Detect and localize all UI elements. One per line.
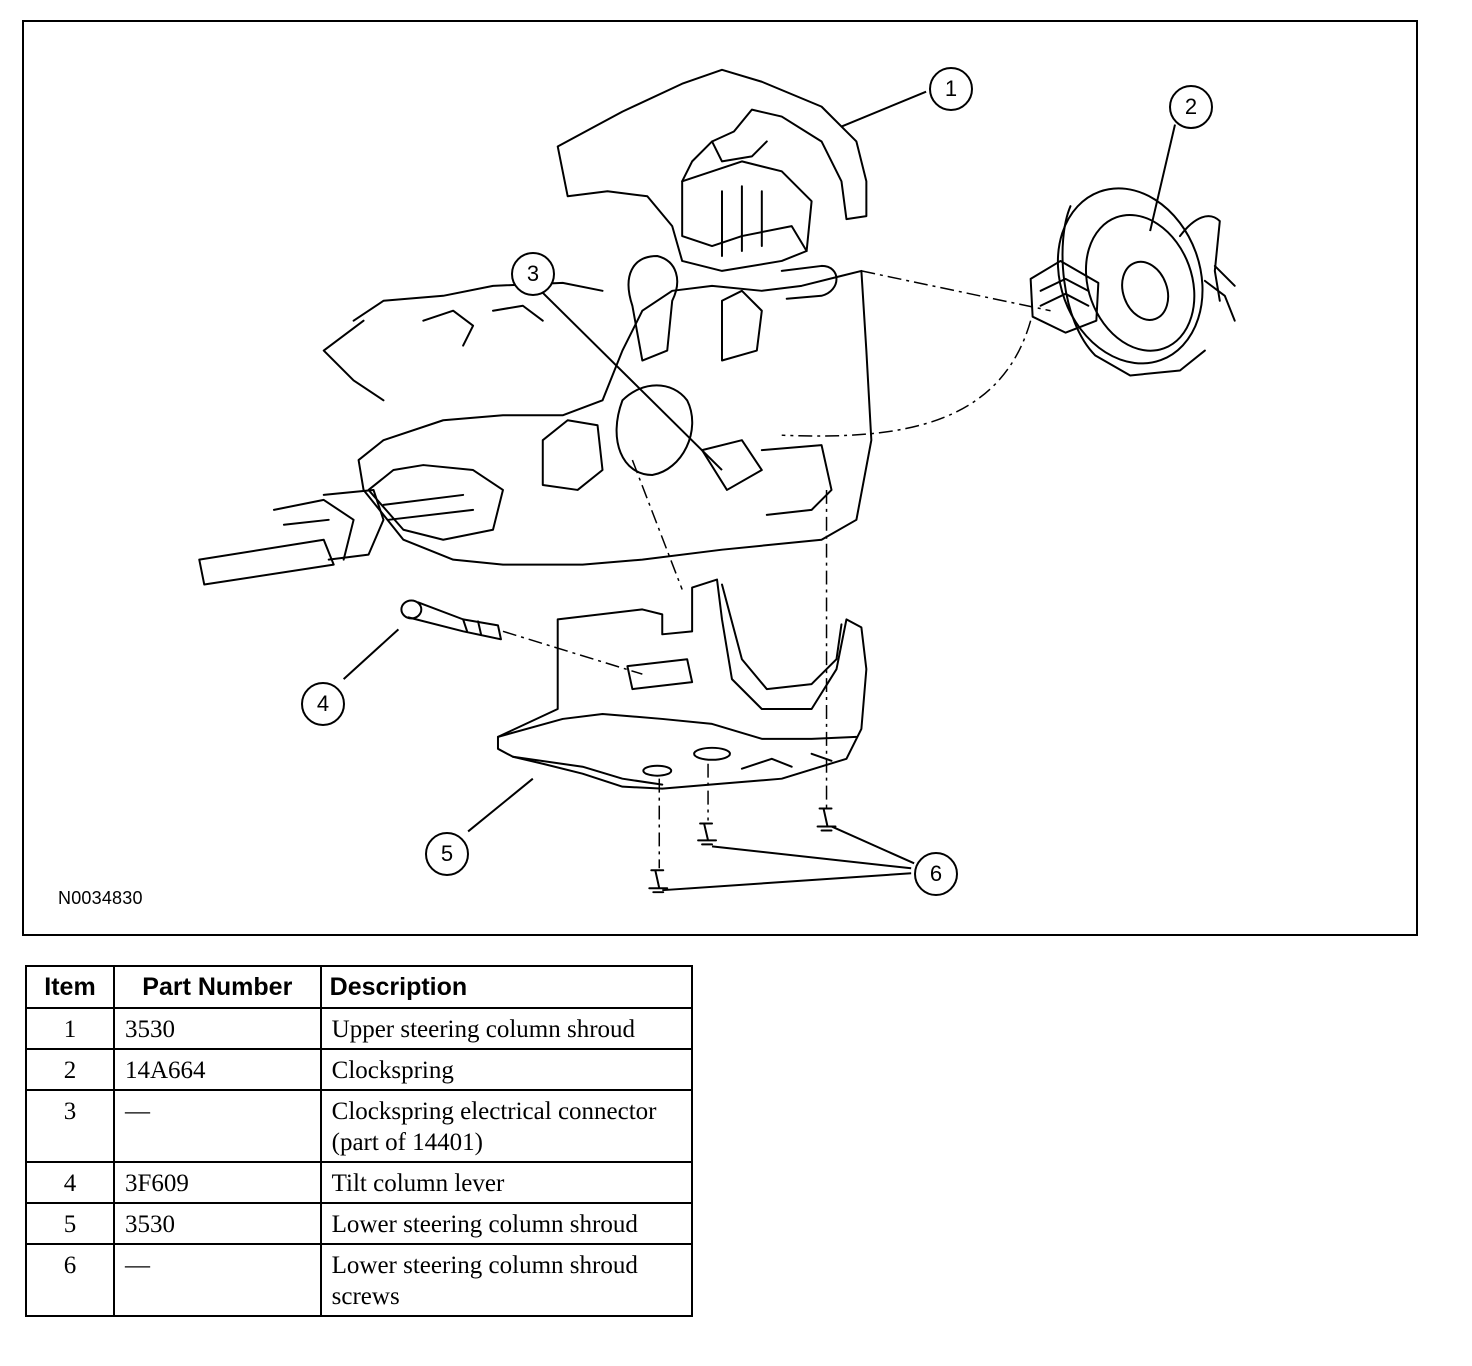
table-row: 6 — Lower steering column shroud screws [25, 1243, 694, 1317]
tilt-lever-drawing [400, 599, 502, 641]
callout-4: 4 [301, 682, 345, 726]
table-header-row: Item Part Number Description [25, 965, 694, 1009]
header-item: Item [25, 965, 115, 1009]
description-cell: Lower steering column shroud screws [319, 1243, 694, 1317]
item-cell: 4 [25, 1161, 115, 1204]
part-number-cell: — [112, 1243, 322, 1317]
item-cell: 5 [25, 1202, 115, 1245]
callout-6: 6 [914, 852, 958, 896]
exploded-view-figure: 1 2 3 4 5 6 N0034830 [22, 20, 1418, 936]
description-cell: Lower steering column shroud [319, 1202, 694, 1245]
screws-drawing [648, 807, 837, 894]
item-cell: 6 [25, 1243, 115, 1317]
part-number-cell: 3530 [112, 1007, 322, 1050]
steering-column-drawing [198, 68, 1236, 894]
callout-3: 3 [511, 252, 555, 296]
figure-id-label: N0034830 [58, 888, 143, 908]
description-cell: Tilt column lever [319, 1161, 694, 1204]
callout-5: 5 [425, 832, 469, 876]
description-cell: Clockspring electrical connector (part o… [319, 1089, 694, 1163]
leader-lines [342, 90, 1176, 892]
header-part-number: Part Number [112, 965, 322, 1009]
column-housing-drawing [322, 254, 873, 566]
callout-2: 2 [1169, 85, 1213, 129]
parts-table: Item Part Number Description 1 3530 Uppe… [25, 965, 694, 1317]
description-cell: Upper steering column shroud [319, 1007, 694, 1050]
header-description: Description [319, 965, 694, 1009]
part-number-cell: — [112, 1089, 322, 1163]
table-row: 1 3530 Upper steering column shroud [25, 1007, 694, 1050]
clockspring-drawing [1029, 187, 1236, 377]
part-number-cell: 3530 [112, 1202, 322, 1245]
steering-shaft-drawing [198, 488, 385, 586]
item-cell: 1 [25, 1007, 115, 1050]
description-cell: Clockspring [319, 1048, 694, 1091]
table-row: 5 3530 Lower steering column shroud [25, 1202, 694, 1245]
table-row: 2 14A664 Clockspring [25, 1048, 694, 1091]
item-cell: 2 [25, 1048, 115, 1091]
part-number-cell: 3F609 [112, 1161, 322, 1204]
item-cell: 3 [25, 1089, 115, 1163]
upper-shroud-drawing [556, 68, 868, 272]
lower-shroud-drawing [496, 578, 868, 790]
table-row: 4 3F609 Tilt column lever [25, 1161, 694, 1204]
table-row: 3 — Clockspring electrical connector (pa… [25, 1089, 694, 1163]
callout-1: 1 [929, 67, 973, 111]
part-number-cell: 14A664 [112, 1048, 322, 1091]
alignment-lines [502, 270, 1051, 869]
